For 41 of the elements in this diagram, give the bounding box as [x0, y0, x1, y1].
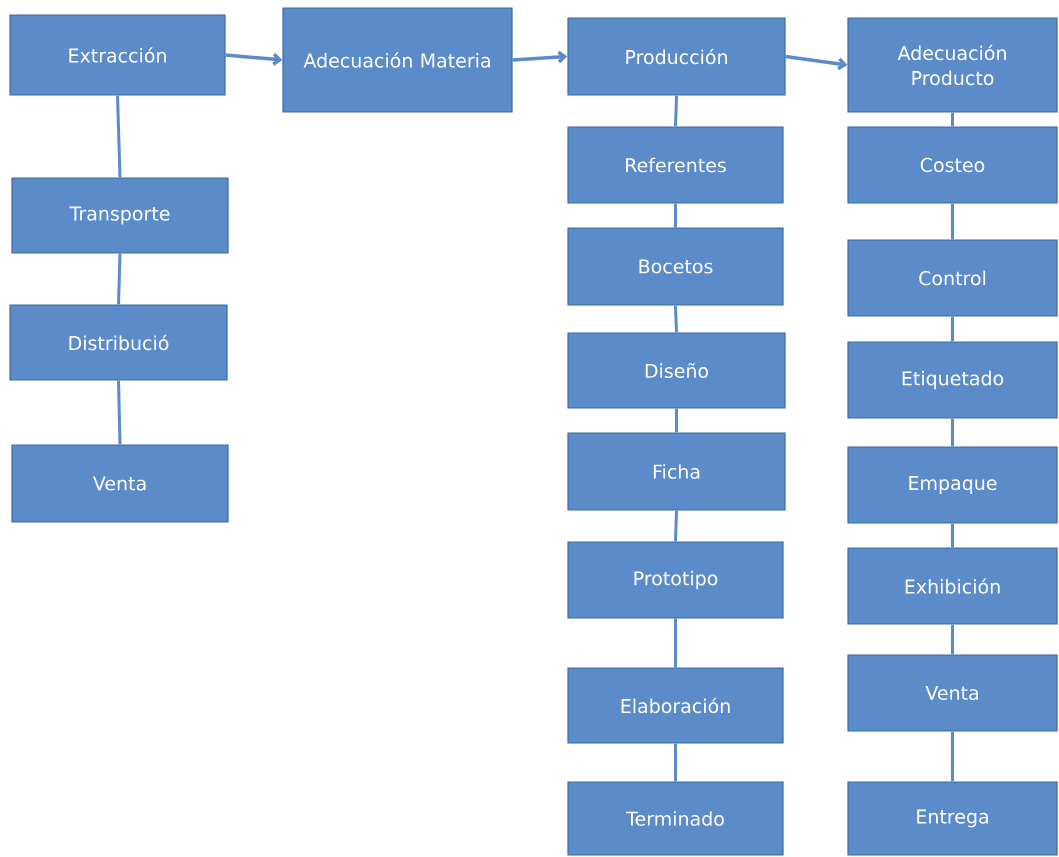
arrow	[512, 50, 568, 64]
connector-line	[951, 418, 954, 447]
arrow	[225, 53, 283, 66]
connector-line	[117, 253, 122, 305]
process-box: Adecuación Materia	[282, 7, 513, 113]
process-box: Referentes	[567, 126, 784, 204]
process-box: Diseño	[567, 332, 786, 409]
process-box: Control	[847, 239, 1058, 317]
connector-line	[674, 510, 678, 542]
process-box: Elaboración	[567, 667, 784, 744]
process-box: Entrega	[847, 781, 1058, 856]
connector-line	[951, 112, 954, 127]
process-box: Adecuación Producto	[847, 17, 1058, 113]
process-box: Extracción	[9, 14, 226, 96]
process-box: Distribució	[9, 304, 228, 381]
process-box: Ficha	[567, 432, 786, 511]
connector-line	[674, 203, 677, 228]
process-box: Empaque	[847, 446, 1058, 524]
process-box: Venta	[11, 444, 229, 523]
connector-line	[951, 316, 954, 342]
process-box: Producción	[567, 17, 786, 96]
process-box: Etiquetado	[847, 341, 1058, 419]
process-box: Costeo	[847, 126, 1058, 204]
process-box: Exhibición	[847, 547, 1058, 625]
connector-line	[674, 618, 677, 668]
connector-line	[675, 408, 678, 433]
connector-line	[674, 95, 678, 127]
connector-line	[674, 305, 678, 333]
connector-line	[117, 380, 122, 445]
connector-line	[951, 624, 954, 655]
process-box: Terminado	[567, 781, 784, 856]
process-box: Prototipo	[567, 541, 784, 619]
connector-line	[951, 203, 954, 240]
process-box: Bocetos	[567, 227, 784, 306]
connector-line	[116, 95, 122, 178]
connector-line	[674, 743, 677, 782]
arrow	[785, 54, 848, 71]
connector-line	[951, 523, 954, 548]
process-box: Transporte	[11, 177, 229, 254]
connector-line	[951, 731, 954, 782]
process-box: Venta	[847, 654, 1058, 732]
